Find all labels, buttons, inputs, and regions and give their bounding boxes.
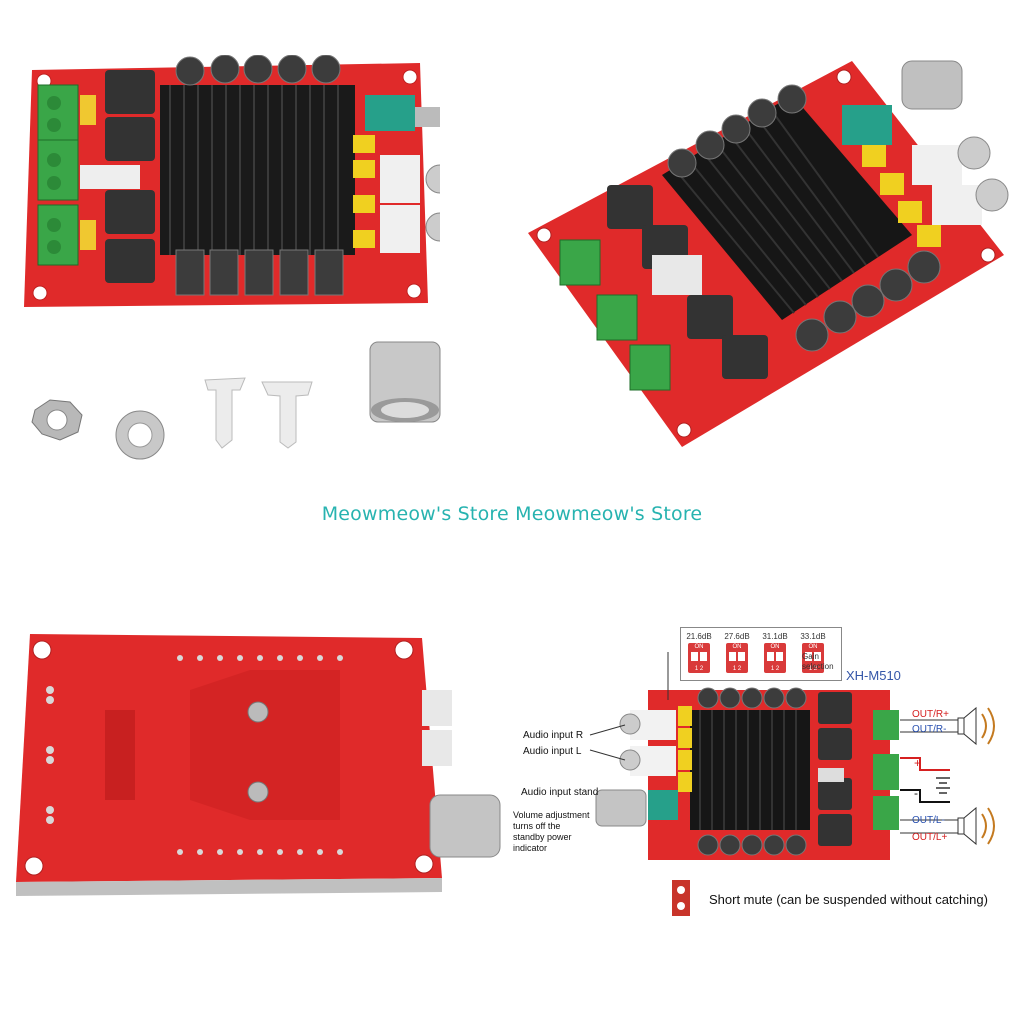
- short-mute-label: Short mute (can be suspended without cat…: [709, 892, 988, 907]
- out-r-plus-label: OUT/R+: [912, 709, 949, 720]
- diagram-board-photo: [595, 687, 899, 860]
- power-plus-label: +: [914, 756, 922, 770]
- audio-input-l-label: Audio input L: [523, 746, 582, 757]
- accessories-photo: [31, 341, 441, 460]
- out-l-minus-label: OUT/L-: [912, 815, 945, 826]
- speaker-icon: [957, 706, 977, 846]
- diagram-leader-lines: [589, 652, 995, 916]
- audio-input-r-label: Audio input R: [523, 730, 584, 741]
- out-r-minus-label: OUT/R-: [912, 724, 947, 735]
- board-top-view-photo: [24, 55, 440, 307]
- model-label: XH-M510: [846, 668, 901, 683]
- power-minus-label: -: [914, 786, 918, 800]
- store-banner: Meowmeow's Store Meowmeow's Store: [321, 503, 703, 525]
- board-angled-photo: [528, 60, 1009, 447]
- audio-input-stand-label: Audio input stand: [521, 787, 599, 798]
- volume-note-label: Volume adjustment turns off the standby …: [513, 810, 590, 853]
- gain-selection-label: Gain selection: [802, 652, 834, 671]
- out-l-plus-label: OUT/L+: [912, 832, 948, 843]
- board-back-photo: [16, 634, 501, 896]
